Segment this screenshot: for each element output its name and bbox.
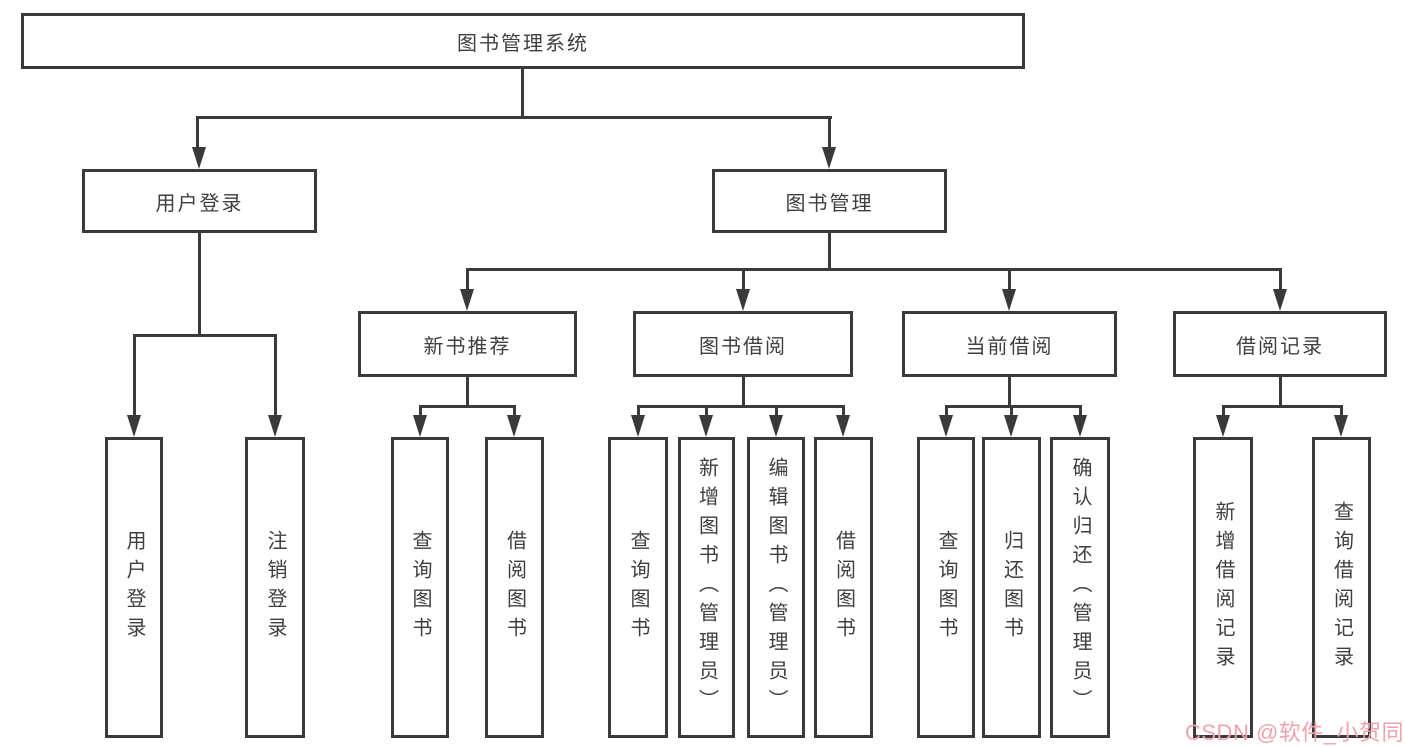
arrowhead-down xyxy=(699,415,713,437)
connector-line xyxy=(828,233,831,271)
leaf-query-books-recommend-label: 查询图书 xyxy=(409,529,431,646)
connector-line xyxy=(1010,405,1013,419)
node-root-label: 图书管理系统 xyxy=(457,32,589,55)
node-current-borrowing-label: 当前借阅 xyxy=(965,335,1054,358)
node-book-borrowing: 图书借阅 xyxy=(633,311,853,377)
connector-line xyxy=(466,268,1282,271)
node-book-management: 图书管理 xyxy=(712,169,947,233)
leaf-borrow-books-recommend-label: 借阅图书 xyxy=(503,529,526,646)
connector-line xyxy=(419,405,516,408)
connector-line xyxy=(196,116,199,149)
connector-line xyxy=(945,405,948,419)
leaf-borrow-books-label: 借阅图书 xyxy=(832,529,855,646)
arrowhead-down xyxy=(822,147,836,169)
arrowhead-down xyxy=(631,415,645,437)
leaf-add-books-admin: 新增图书（管理员） xyxy=(678,437,735,738)
connector-line xyxy=(945,405,1081,408)
node-new-book-recommend: 新书推荐 xyxy=(358,311,577,377)
leaf-logout-login: 注销登录 xyxy=(245,437,305,738)
leaf-logout-login-label: 注销登录 xyxy=(264,529,286,646)
connector-line xyxy=(513,405,516,419)
connector-line xyxy=(1279,377,1282,408)
leaf-user-login-label: 用户登录 xyxy=(123,529,145,646)
arrowhead-down xyxy=(1004,415,1018,437)
node-user-login: 用户登录 xyxy=(82,169,317,233)
connector-line xyxy=(775,405,778,419)
connector-line xyxy=(1340,405,1343,419)
connector-line xyxy=(466,268,469,292)
connector-line xyxy=(196,116,832,119)
connector-line xyxy=(1222,405,1342,408)
arrowhead-down xyxy=(127,415,141,437)
leaf-query-borrow-record: 查询借阅记录 xyxy=(1312,437,1371,738)
node-borrowing-records: 借阅记录 xyxy=(1173,311,1387,377)
arrowhead-down xyxy=(769,415,783,437)
connector-line xyxy=(274,334,277,417)
node-borrowing-records-label: 借阅记录 xyxy=(1236,335,1324,358)
connector-line xyxy=(637,405,640,419)
leaf-query-books-current: 查询图书 xyxy=(917,437,975,738)
connector-line xyxy=(637,405,844,408)
arrowhead-down xyxy=(460,289,474,311)
leaf-confirm-return-admin: 确认归还（管理员） xyxy=(1050,437,1110,738)
leaf-query-books-borrowing-label: 查询图书 xyxy=(627,529,649,646)
arrowhead-down xyxy=(1073,415,1087,437)
arrowhead-down xyxy=(736,289,750,311)
leaf-return-books: 归还图书 xyxy=(982,437,1041,738)
connector-line xyxy=(1008,268,1011,292)
arrowhead-down xyxy=(192,147,206,169)
leaf-user-login: 用户登录 xyxy=(105,437,163,738)
leaf-query-books-borrowing: 查询图书 xyxy=(608,437,668,738)
node-new-book-recommend-label: 新书推荐 xyxy=(423,335,512,358)
leaf-edit-books-admin-label: 编辑图书（管理员） xyxy=(765,457,787,718)
connector-line xyxy=(133,334,276,337)
leaf-borrow-books: 借阅图书 xyxy=(814,437,873,738)
leaf-add-borrow-record-label: 新增借阅记录 xyxy=(1212,500,1234,675)
arrowhead-down xyxy=(268,415,282,437)
leaf-query-borrow-record-label: 查询借阅记录 xyxy=(1330,500,1353,675)
arrowhead-down xyxy=(413,415,427,437)
arrowhead-down xyxy=(1334,415,1348,437)
connector-line xyxy=(1008,377,1011,408)
connector-line xyxy=(705,405,708,419)
node-user-login-label: 用户登录 xyxy=(155,192,244,215)
arrowhead-down xyxy=(939,415,953,437)
watermark-csdn: CSDN @软件_小贺同学 xyxy=(1185,720,1405,745)
arrowhead-down xyxy=(1273,289,1287,311)
connector-line xyxy=(198,233,201,336)
leaf-confirm-return-admin-label: 确认归还（管理员） xyxy=(1069,457,1091,718)
leaf-add-books-admin-label: 新增图书（管理员） xyxy=(695,457,718,718)
node-book-borrowing-label: 图书借阅 xyxy=(699,335,787,358)
connector-line xyxy=(466,377,469,408)
arrowhead-down xyxy=(1002,289,1016,311)
leaf-edit-books-admin: 编辑图书（管理员） xyxy=(747,437,805,738)
connector-line xyxy=(521,67,524,118)
node-book-management-label: 图书管理 xyxy=(785,192,874,215)
connector-line xyxy=(133,334,136,417)
leaf-query-books-recommend: 查询图书 xyxy=(391,437,449,738)
connector-line xyxy=(828,116,831,149)
connector-line xyxy=(742,268,745,292)
connector-line xyxy=(1222,405,1225,419)
connector-line xyxy=(1079,405,1082,419)
connector-line xyxy=(742,377,745,408)
leaf-return-books-label: 归还图书 xyxy=(1000,529,1023,646)
leaf-borrow-books-recommend: 借阅图书 xyxy=(485,437,544,738)
arrowhead-down xyxy=(1216,415,1230,437)
node-root: 图书管理系统 xyxy=(21,13,1025,69)
leaf-add-borrow-record: 新增借阅记录 xyxy=(1193,437,1253,738)
connector-line xyxy=(842,405,845,419)
node-current-borrowing: 当前借阅 xyxy=(902,311,1117,377)
leaf-query-books-current-label: 查询图书 xyxy=(935,529,957,646)
connector-line xyxy=(1279,268,1282,292)
arrowhead-down xyxy=(507,415,521,437)
arrowhead-down xyxy=(836,415,850,437)
connector-line xyxy=(419,405,422,419)
